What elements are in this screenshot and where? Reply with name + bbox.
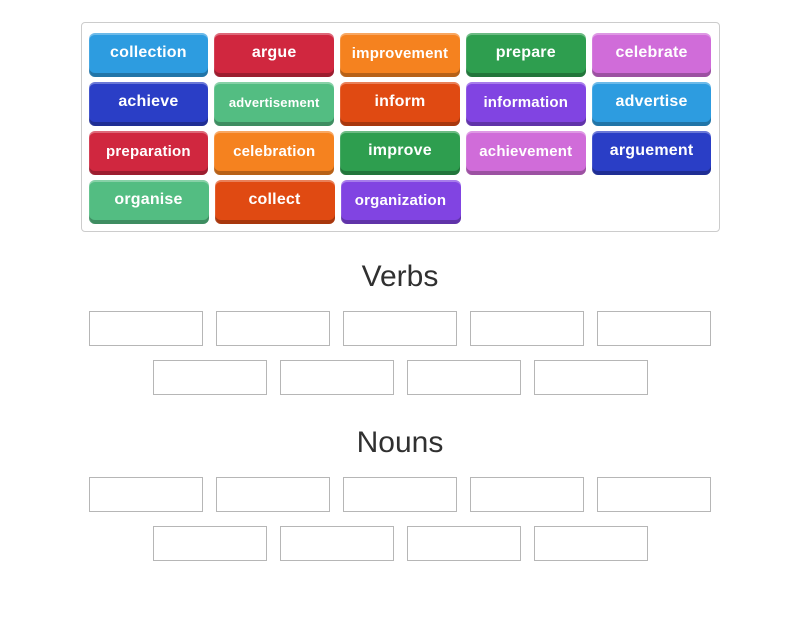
answer-slot-verbs-4[interactable] <box>470 311 584 346</box>
word-tile-preparation[interactable]: preparation <box>88 131 209 175</box>
answer-slot-nouns-7[interactable] <box>279 526 394 561</box>
group-slots-nouns <box>0 477 800 561</box>
word-tile-achievement[interactable]: achievement <box>465 131 586 175</box>
group-title-verbs: Verbs <box>361 260 439 293</box>
answer-slot-verbs-6[interactable] <box>152 360 267 395</box>
answer-slot-nouns-9[interactable] <box>533 526 648 561</box>
answer-slot-nouns-3[interactable] <box>343 477 457 512</box>
word-tile-improvement[interactable]: improvement <box>340 33 460 77</box>
word-tile-improve[interactable]: improve <box>340 131 460 175</box>
word-tile-prepare[interactable]: prepare <box>465 33 586 77</box>
group-slots-verbs <box>0 311 800 395</box>
answer-slot-verbs-8[interactable] <box>406 360 521 395</box>
word-tile-collection[interactable]: collection <box>88 33 209 77</box>
word-tile-arguement[interactable]: arguement <box>591 131 712 175</box>
word-tile-advertise[interactable]: advertise <box>591 82 712 126</box>
group-title-nouns: Nouns <box>356 426 444 459</box>
word-tile-organization[interactable]: organization <box>340 180 461 224</box>
answer-slot-nouns-8[interactable] <box>406 526 521 561</box>
answer-slot-nouns-6[interactable] <box>152 526 267 561</box>
answer-slot-verbs-2[interactable] <box>216 311 330 346</box>
answer-slot-verbs-7[interactable] <box>279 360 394 395</box>
answer-slot-nouns-1[interactable] <box>89 477 203 512</box>
answer-slot-nouns-5[interactable] <box>597 477 711 512</box>
word-tile-organise[interactable]: organise <box>88 180 209 224</box>
answer-slot-nouns-4[interactable] <box>470 477 584 512</box>
word-tile-information[interactable]: information <box>465 82 586 126</box>
word-tile-collect[interactable]: collect <box>214 180 335 224</box>
word-tile-argue[interactable]: argue <box>214 33 335 77</box>
word-tile-celebrate[interactable]: celebrate <box>591 33 712 77</box>
answer-slot-verbs-9[interactable] <box>533 360 648 395</box>
answer-slot-verbs-1[interactable] <box>89 311 203 346</box>
answer-slot-verbs-5[interactable] <box>597 311 711 346</box>
answer-slot-nouns-2[interactable] <box>216 477 330 512</box>
answer-slot-verbs-3[interactable] <box>343 311 457 346</box>
word-tile-advertisement[interactable]: advertisement <box>214 82 335 126</box>
word-tile-inform[interactable]: inform <box>340 82 460 126</box>
word-tile-celebration[interactable]: celebration <box>214 131 335 175</box>
word-tile-achieve[interactable]: achieve <box>88 82 209 126</box>
